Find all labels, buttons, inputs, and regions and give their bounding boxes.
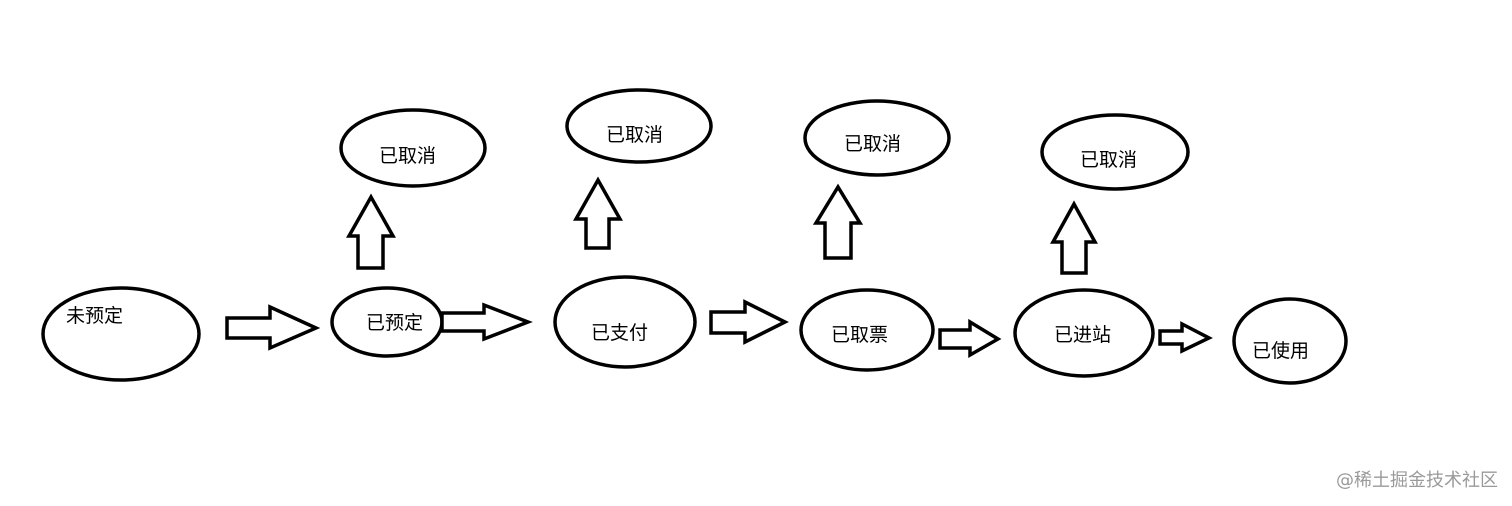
state-cancelled-3: 已取消 xyxy=(803,99,951,177)
state-entered-station-label: 已进站 xyxy=(1054,324,1111,346)
arrow-booked-to-cancelled xyxy=(346,193,396,270)
state-cancelled-1: 已取消 xyxy=(339,108,487,188)
state-ticket-collected: 已取票 xyxy=(799,288,935,372)
state-booked-label: 已预定 xyxy=(366,312,423,334)
state-cancelled-2: 已取消 xyxy=(565,88,713,164)
state-entered-station: 已进站 xyxy=(1013,288,1155,378)
state-ticket-collected-label: 已取票 xyxy=(831,324,888,346)
state-cancelled-4-label: 已取消 xyxy=(1080,149,1137,171)
arrow-unbooked-to-booked xyxy=(225,304,321,351)
state-used-label: 已使用 xyxy=(1252,340,1309,362)
arrow-collected-to-entered xyxy=(938,318,1002,359)
arrow-entered-to-cancelled xyxy=(1050,200,1098,275)
arrow-paid-to-collected xyxy=(709,299,789,345)
arrow-entered-to-used xyxy=(1158,321,1213,354)
state-cancelled-1-label: 已取消 xyxy=(379,145,436,167)
arrow-paid-to-cancelled xyxy=(573,176,623,250)
state-booked: 已预定 xyxy=(330,286,444,358)
state-used: 已使用 xyxy=(1232,297,1348,385)
watermark-text: @稀土掘金技术社区 xyxy=(1336,470,1498,491)
state-paid-label: 已支付 xyxy=(591,322,648,344)
state-unbooked: 未预定 xyxy=(41,286,201,382)
state-paid: 已支付 xyxy=(553,275,697,369)
arrow-booked-to-paid xyxy=(440,302,533,342)
state-cancelled-2-label: 已取消 xyxy=(606,124,663,146)
state-cancelled-4: 已取消 xyxy=(1040,113,1190,191)
state-cancelled-3-label: 已取消 xyxy=(844,133,901,155)
state-unbooked-label: 未预定 xyxy=(66,305,123,327)
arrow-collected-to-cancelled xyxy=(812,183,864,260)
